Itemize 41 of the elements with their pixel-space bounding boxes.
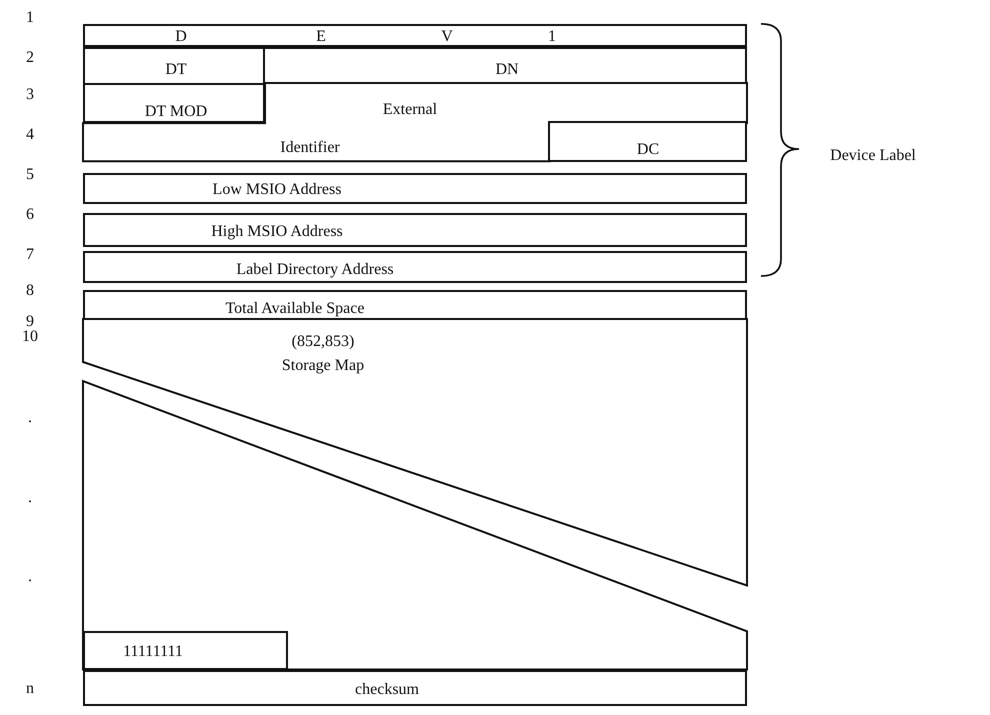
field-label: Low MSIO Address [212, 181, 342, 200]
memory-field [83, 213, 747, 246]
row-number: 5 [26, 166, 34, 184]
memory-field [83, 290, 747, 321]
row-number: . [28, 410, 32, 428]
field-label: Identifier [280, 139, 340, 157]
row-number: . [28, 568, 32, 586]
row-number: . [28, 488, 32, 506]
field-label: DT MOD [144, 103, 208, 121]
row-number: 3 [26, 86, 34, 104]
memory-field [83, 670, 747, 706]
field-label: DC [636, 141, 660, 159]
row-number: 4 [26, 126, 34, 144]
field-label: E [316, 28, 326, 46]
memory-field [83, 172, 747, 204]
field-label: checksum [355, 680, 419, 699]
field-label: Storage Map [282, 357, 364, 375]
row-number: 6 [26, 206, 34, 224]
field-label: DN [495, 61, 519, 79]
memory-field [83, 24, 747, 47]
memory-field [83, 251, 747, 283]
field-label: V [441, 28, 453, 46]
field-label: 1 [548, 28, 556, 46]
memory-field [548, 121, 747, 162]
field-label: (852,853) [292, 333, 354, 351]
field-label: D [175, 28, 187, 46]
field-label: High MSIO Address [211, 223, 343, 242]
field-label: External [382, 101, 438, 119]
row-number: 1 [26, 9, 34, 27]
memory-field [83, 83, 265, 124]
row-number: 9 [26, 313, 34, 330]
row-number: 2 [26, 50, 34, 68]
memory-field [83, 46, 265, 86]
row-number: n [26, 680, 34, 698]
row-number: 10 [22, 328, 38, 346]
field-label: DT [165, 61, 187, 79]
row-number: 7 [26, 246, 34, 264]
row-number: 8 [26, 282, 34, 300]
brace-label: Device Label [830, 146, 916, 165]
field-label: Total Available Space [226, 300, 364, 318]
field-label: Label Directory Address [236, 262, 394, 280]
